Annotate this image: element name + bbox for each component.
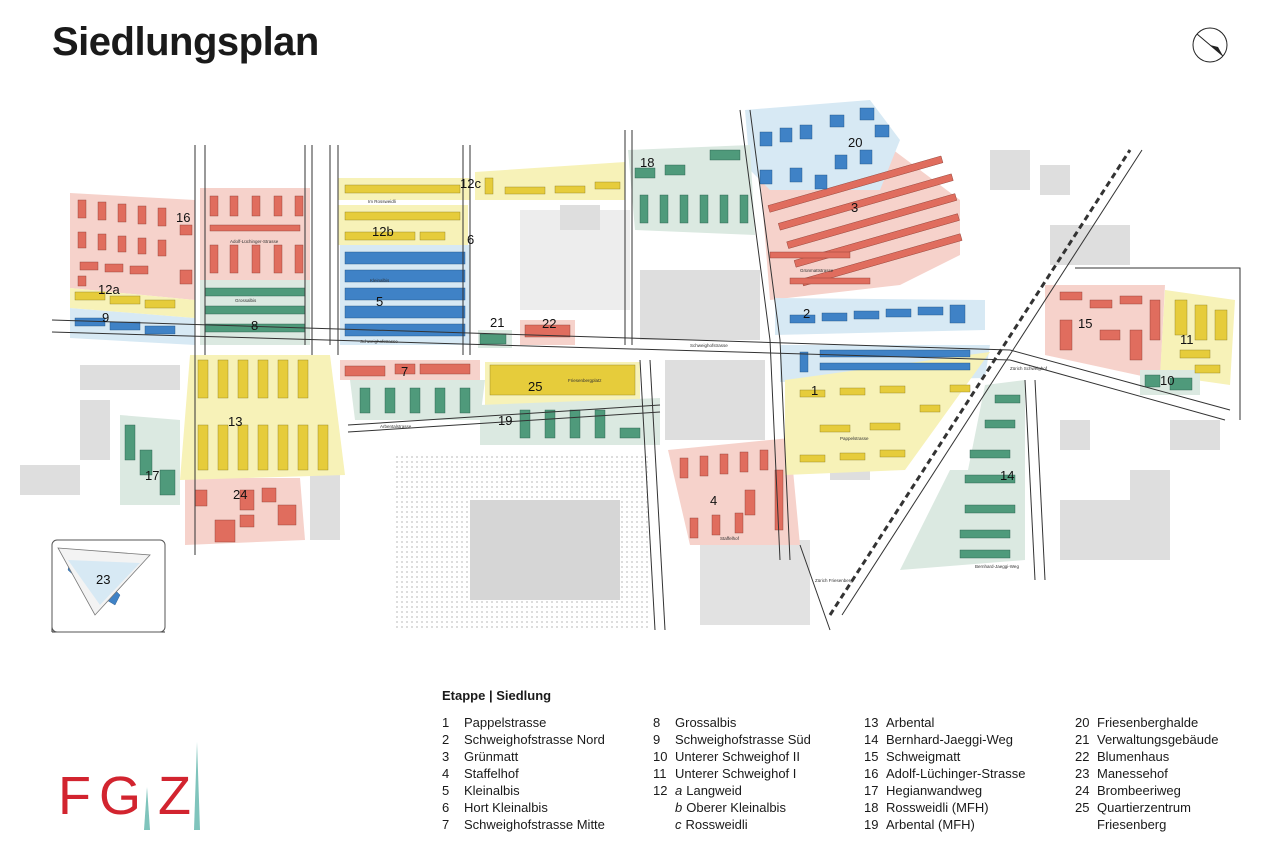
area-label-22: 22 xyxy=(542,316,556,331)
area-label-19: 19 xyxy=(498,413,512,428)
area-label-7: 7 xyxy=(401,364,408,379)
page-title: Siedlungsplan xyxy=(52,20,319,64)
street-label-kleinalbis: Kleinalbis xyxy=(370,278,390,283)
area-label-15: 15 xyxy=(1078,316,1092,331)
area-label-11: 11 xyxy=(1180,332,1194,347)
buildings-yellow xyxy=(74,177,1228,471)
area-label-12a: 12a xyxy=(98,282,120,297)
legend-heading: Etappe | Siedlung xyxy=(442,688,552,703)
buildings-green xyxy=(124,149,1193,559)
surrounding-buildings xyxy=(20,150,1220,630)
area-label-1: 1 xyxy=(811,383,818,398)
street-label-grossalbis: Grossalbis xyxy=(235,298,257,303)
logo-letter-f: F xyxy=(58,766,91,826)
area-label-23: 23 xyxy=(96,572,110,587)
area-label-6: 6 xyxy=(467,232,474,247)
street-label-friesenbergplatz: Friesenbergplatz xyxy=(568,378,602,383)
logo-letter-g: G xyxy=(99,766,141,826)
station-label-schweighof: Zürich Schweighof xyxy=(1010,366,1048,371)
area-labels: 1 2 3 4 5 6 7 8 9 10 11 12a 12b 12c 13 1… xyxy=(96,135,1194,587)
fgz-logo: F G Z xyxy=(58,742,200,830)
street-label-arbentalstrasse: Arbentalstrasse xyxy=(380,424,412,429)
railway xyxy=(828,149,1143,616)
area-label-12c: 12c xyxy=(460,176,481,191)
area-label-3: 3 xyxy=(851,200,858,215)
legend-item: Friesenberg xyxy=(1097,817,1167,832)
street-label-pappelstrasse: Pappelstrasse xyxy=(840,436,869,441)
roads xyxy=(51,109,1241,633)
area-label-8: 8 xyxy=(251,318,258,333)
area-label-9: 9 xyxy=(102,310,109,325)
street-label-adolf-luechinger: Adolf-Lüchinger-Strasse xyxy=(230,239,279,244)
area-label-24: 24 xyxy=(233,487,247,502)
area-label-5: 5 xyxy=(376,294,383,309)
buildings-red xyxy=(77,155,1161,543)
area-label-10: 10 xyxy=(1160,373,1174,388)
area-label-21: 21 xyxy=(490,315,504,330)
logo-letter-z: Z xyxy=(158,766,191,826)
north-arrow-icon xyxy=(1192,27,1228,63)
buildings-blue xyxy=(67,107,971,606)
street-label-gruenmattstrasse: Grünmattstrasse xyxy=(800,268,834,273)
area-label-4: 4 xyxy=(710,493,717,508)
street-label-schweighofstrasse-east: Schweighofstrasse xyxy=(690,343,728,348)
street-labels: Schweighofstrasse Schweighofstrasse Arbe… xyxy=(230,199,1048,583)
area-label-20: 20 xyxy=(848,135,862,150)
inset-map-frame xyxy=(51,539,166,633)
area-label-2: 2 xyxy=(803,306,810,321)
street-label-schweighofstrasse: Schweighofstrasse xyxy=(360,339,398,344)
street-label-staffelhof: Staffelhof xyxy=(720,536,740,541)
street-label-im-rossweidli: Im Rossweidli xyxy=(368,199,396,204)
area-label-14: 14 xyxy=(1000,468,1014,483)
street-label-bernhard-jaeggi: Bernhard-Jaeggi-Weg xyxy=(975,564,1019,569)
settlement-map: 1 2 3 4 5 6 7 8 9 10 11 12a 12b 12c 13 1… xyxy=(20,100,1241,633)
area-label-12b: 12b xyxy=(372,224,394,239)
station-label-friesenberg: Zürich Friesenberg xyxy=(815,578,853,583)
area-label-16: 16 xyxy=(176,210,190,225)
area-label-17: 17 xyxy=(145,468,159,483)
area-label-13: 13 xyxy=(228,414,242,429)
area-label-18: 18 xyxy=(640,155,654,170)
area-label-25: 25 xyxy=(528,379,542,394)
